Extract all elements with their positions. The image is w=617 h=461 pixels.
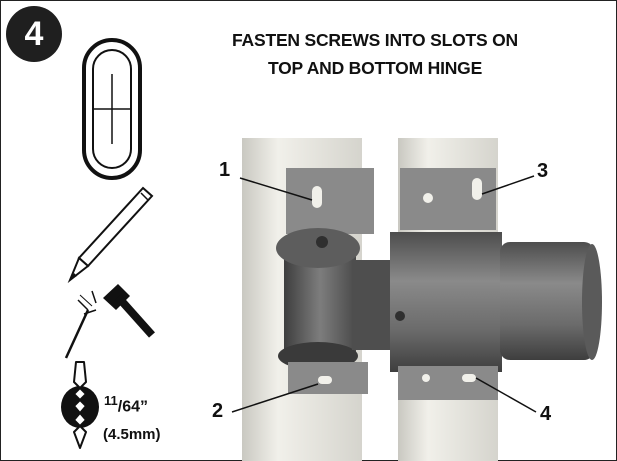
step-number: 4 (24, 14, 44, 53)
callout-3: 3 (537, 160, 549, 182)
hinge-photo (242, 138, 602, 461)
drill-size-metric: (4.5mm) (103, 426, 161, 443)
drill-size-imperial: 11/64” (104, 393, 148, 416)
heading-line-2: TOP AND BOTTOM HINGE (267, 58, 483, 78)
tool-icons (61, 38, 155, 449)
drill-size-denominator: /64” (117, 398, 148, 416)
top-left-plate (286, 168, 374, 234)
callout-1: 1 (219, 159, 231, 181)
bottom-right-plate (398, 366, 498, 400)
callout-4: 4 (540, 403, 552, 425)
drill-size-numerator: 11 (104, 393, 118, 408)
instruction-heading: FASTEN SCREWS INTO SLOTS ON TOP AND BOTT… (175, 26, 575, 82)
spring-cylinder (390, 232, 502, 372)
hammer-icon (64, 284, 155, 359)
slot-screw-icon (82, 38, 142, 180)
drill-bit-icon (61, 361, 99, 449)
pencil-icon (67, 186, 154, 284)
callout-2: 2 (212, 400, 224, 422)
heading-line-1: FASTEN SCREWS INTO SLOTS ON (232, 30, 518, 50)
step-number-badge: 4 (6, 6, 62, 62)
